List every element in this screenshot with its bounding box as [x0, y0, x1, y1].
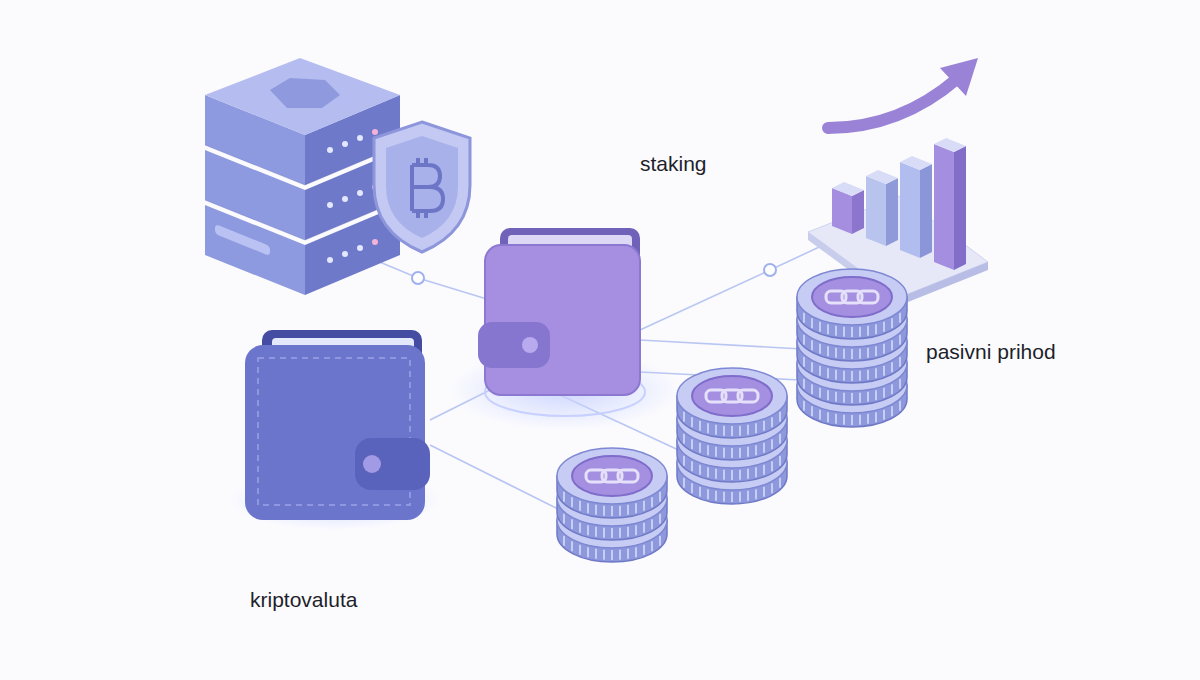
wire-dot	[764, 264, 776, 276]
text-label: staking	[640, 152, 707, 176]
server-icon	[205, 58, 400, 295]
chart-bar-top	[866, 170, 898, 184]
text-label: pasivni prihod	[926, 340, 1056, 364]
chart-bar-side	[954, 146, 966, 270]
growth-chart-icon	[808, 58, 988, 306]
chart-bar-top	[832, 182, 864, 196]
coin-stack	[797, 269, 907, 427]
chart-bar-side	[852, 190, 864, 234]
chart-bar-side	[886, 178, 898, 246]
chart-bar	[934, 144, 954, 270]
text-label: kriptovaluta	[250, 588, 357, 612]
chart-bar-top	[900, 156, 932, 170]
chart-bar	[866, 176, 886, 246]
chart-bar	[832, 188, 852, 234]
chart-bar	[900, 162, 920, 258]
coin-stack	[677, 368, 787, 504]
wire-dot	[412, 272, 424, 284]
wallet-icon	[478, 228, 640, 395]
chart-bar-top	[934, 138, 966, 152]
wires	[370, 242, 830, 530]
chart-bar-side	[920, 164, 932, 258]
coin-stack	[557, 448, 667, 562]
shield-icon	[374, 122, 470, 252]
coin-stacks	[557, 269, 907, 562]
wallet-icon	[245, 330, 430, 520]
